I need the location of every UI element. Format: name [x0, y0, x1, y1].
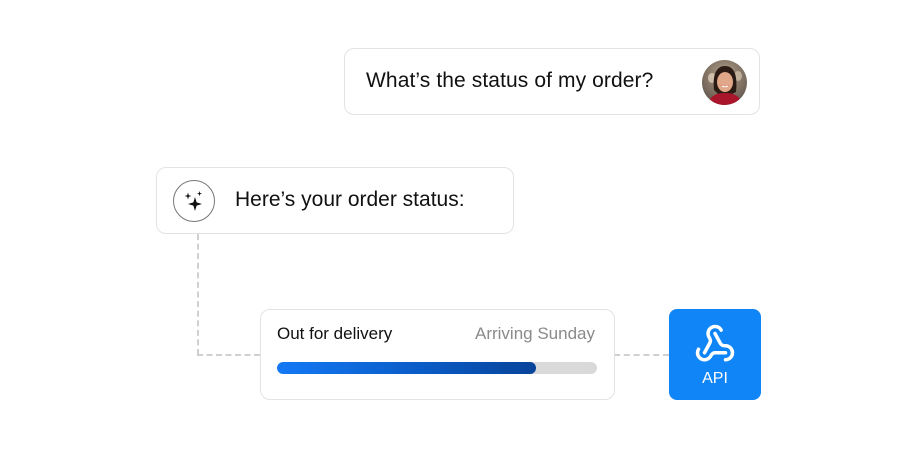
- api-badge: API: [669, 309, 761, 400]
- delivery-progress-bar: [277, 362, 597, 374]
- assistant-message-bubble: Here’s your order status:: [156, 167, 514, 234]
- user-message-text: What’s the status of my order?: [366, 69, 654, 92]
- sparkles-icon: [173, 180, 215, 222]
- order-eta-label: Arriving Sunday: [474, 324, 595, 343]
- order-status-label: Out for delivery: [277, 324, 393, 343]
- delivery-progress-fill: [277, 362, 537, 374]
- webhook-icon: [695, 324, 735, 362]
- user-avatar: [702, 60, 747, 105]
- user-message-bubble: What’s the status of my order?: [344, 48, 760, 115]
- order-status-card: Out for delivery Arriving Sunday: [260, 309, 615, 400]
- connector-line-vertical: [197, 234, 199, 355]
- connector-line-left: [197, 354, 260, 356]
- assistant-message-text: Here’s your order status:: [235, 188, 465, 211]
- connector-line-right: [614, 354, 669, 356]
- api-label: API: [702, 370, 728, 387]
